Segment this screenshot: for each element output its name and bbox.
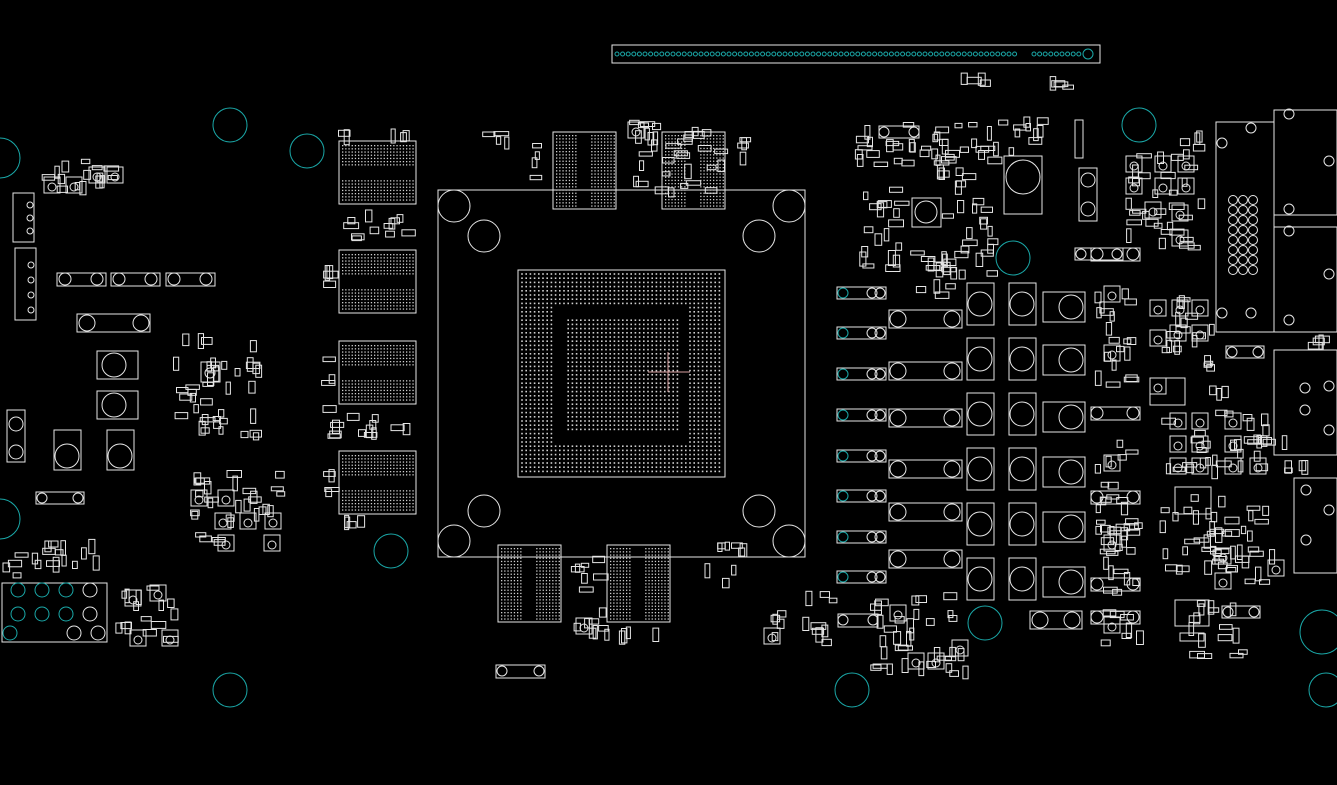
mounting-holes [0,107,1337,708]
memory-chips [338,131,726,623]
smd-components [2,72,1330,680]
display-connectors [1215,108,1337,574]
left-power-section [1,192,546,679]
crosshair-cursor-icon [648,352,690,392]
pcie-edge-connector [611,44,1101,64]
vrm-section [836,119,1141,630]
gpu-package [437,189,806,558]
